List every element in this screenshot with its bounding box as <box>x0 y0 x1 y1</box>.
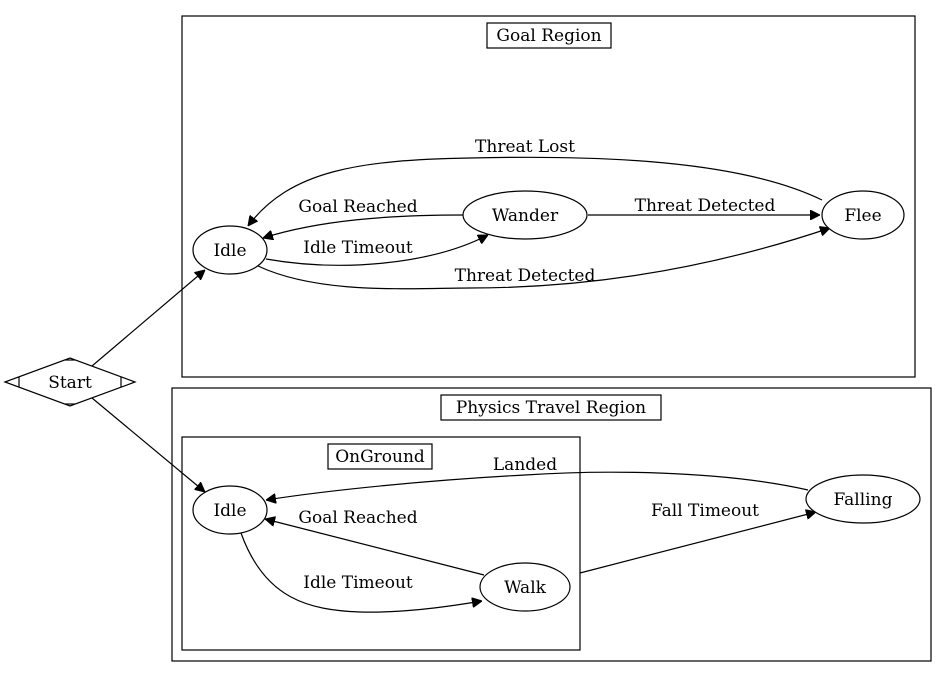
start-node: Start <box>3 357 137 407</box>
edge-falling-to-idle <box>266 471 809 500</box>
physics-region-label: Physics Travel Region <box>456 398 646 418</box>
edge-walk-to-idle <box>265 519 485 576</box>
edge-walk-to-falling <box>579 512 816 574</box>
onground-region-border <box>181 436 581 651</box>
physics-region-border <box>171 387 932 662</box>
falling-label: Falling <box>834 490 893 510</box>
phys-idle-node: Idle <box>192 485 268 535</box>
edge-label-landed: Landed <box>493 455 557 475</box>
falling-node: Falling <box>805 474 921 524</box>
onground-region-label: OnGround <box>335 447 425 467</box>
walk-ellipse <box>479 562 571 612</box>
goal-idle-node: Idle <box>192 225 268 275</box>
edge-start-to-goal-idle <box>91 270 205 367</box>
start-label: Start <box>48 373 92 393</box>
edge-label-fall-timeout: Fall Timeout <box>651 501 759 521</box>
wander-node: Wander <box>462 190 588 240</box>
goal-region-label-box <box>486 22 612 49</box>
start-diamond <box>3 357 137 407</box>
goal-idle-label: Idle <box>213 241 246 261</box>
edge-idle-to-walk <box>240 532 482 613</box>
edge-start-to-phys-idle <box>91 397 205 492</box>
physics-region-label-box <box>440 394 662 421</box>
physics-travel-region: Physics Travel Region <box>171 387 932 662</box>
phys-idle-ellipse <box>192 485 268 535</box>
flee-label: Flee <box>844 206 881 226</box>
walk-node: Walk <box>479 562 571 612</box>
edge-flee-to-idle <box>248 156 823 226</box>
edge-label-goal-reached-top: Goal Reached <box>298 197 417 217</box>
walk-label: Walk <box>504 578 547 598</box>
edge-label-goal-reached-bottom: Goal Reached <box>298 508 417 528</box>
wander-ellipse <box>462 190 588 240</box>
wander-label: Wander <box>492 206 559 226</box>
edge-wander-to-idle <box>263 214 464 238</box>
edge-idle-to-wander <box>265 234 488 266</box>
edge-idle-to-flee <box>257 228 830 290</box>
flee-node: Flee <box>821 190 905 240</box>
edge-label-idle-timeout-top: Idle Timeout <box>303 238 413 258</box>
falling-ellipse <box>805 474 921 524</box>
edge-label-threat-lost: Threat Lost <box>475 137 575 157</box>
onground-region-label-box <box>327 443 433 470</box>
edge-label-threat-detected-idle: Threat Detected <box>455 266 596 286</box>
edge-label-idle-timeout-bottom: Idle Timeout <box>303 573 413 593</box>
goal-region-label: Goal Region <box>496 26 601 46</box>
goal-region: Goal Region <box>181 15 916 378</box>
goal-idle-ellipse <box>192 225 268 275</box>
phys-idle-label: Idle <box>213 501 246 521</box>
goal-region-border <box>181 15 916 378</box>
onground-region: OnGround <box>181 436 581 651</box>
flee-ellipse <box>821 190 905 240</box>
edge-label-threat-detected-wander: Threat Detected <box>635 196 776 216</box>
